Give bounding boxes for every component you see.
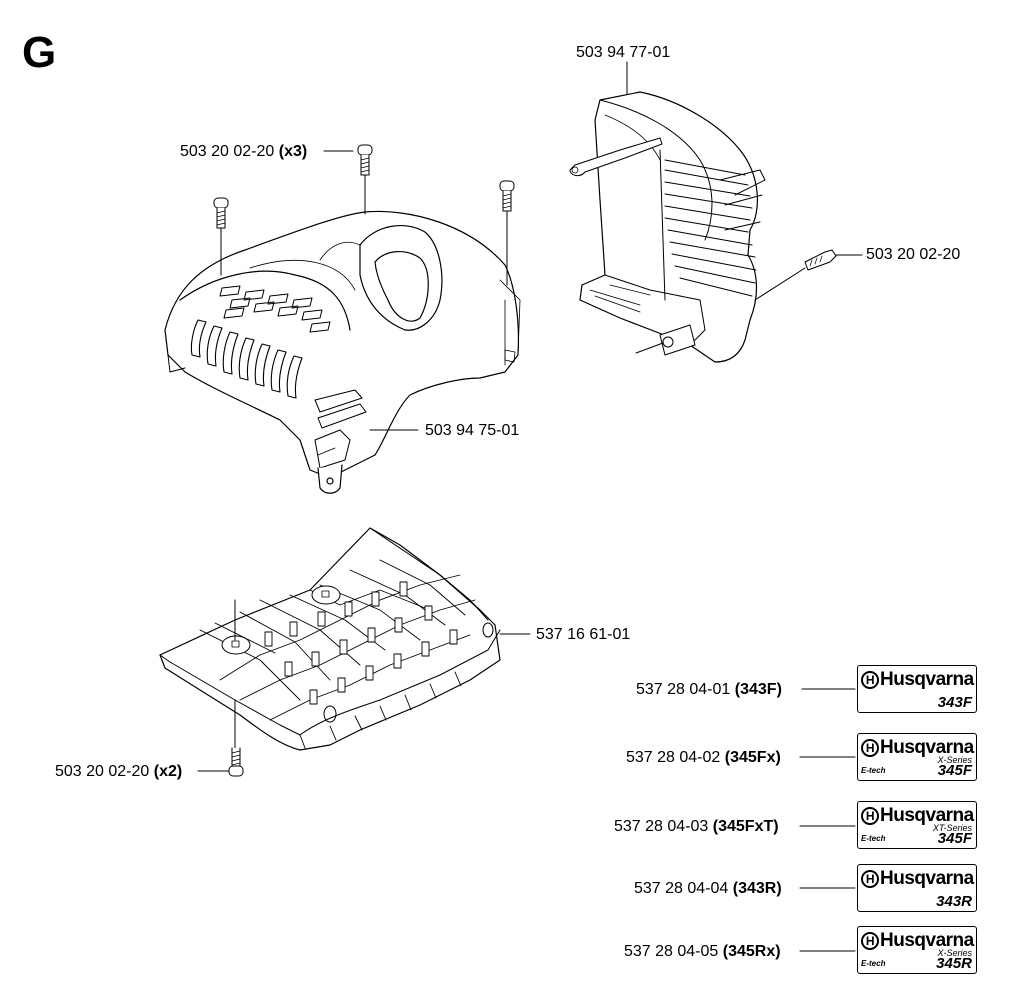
decal-leaders [799, 688, 856, 952]
part-number: 537 28 04-04 [634, 880, 729, 897]
part-number: 537 28 04-02 [626, 749, 721, 766]
part-number: 503 20 02-20 [866, 246, 961, 263]
model-ref: (345FxT) [712, 818, 779, 835]
screw-bottom-drawing [197, 699, 244, 777]
model-ref: (343F) [734, 681, 782, 698]
model-label: 343F [937, 694, 972, 711]
etech-label: E-tech [861, 834, 886, 843]
callout-decal-1: 537 28 04-01 (343F) [636, 681, 782, 699]
part-number: 503 94 75-01 [425, 422, 520, 439]
etech-label: E-tech [861, 959, 886, 968]
callout-decal-2: 537 28 04-02 (345Fx) [626, 749, 781, 767]
callout-cylinder-shield: 503 94 77-01 [576, 44, 670, 62]
quantity: (x3) [278, 143, 308, 160]
callout-screw-shield: 503 20 02-20 [866, 246, 960, 264]
model-label: 345R [936, 955, 972, 972]
engine-cover-drawing [164, 210, 521, 494]
part-number: 537 28 04-01 [636, 681, 731, 698]
part-number: 537 28 04-03 [614, 818, 709, 835]
part-number: 537 16 61-01 [536, 626, 631, 643]
bottom-plate-drawing [159, 527, 531, 751]
part-number: 537 28 04-05 [624, 943, 719, 960]
husqvarna-crown-icon: H [861, 739, 879, 757]
model-label: 345F [937, 830, 972, 847]
model-label: 345F [937, 762, 972, 779]
series-label: X-Series [937, 755, 972, 765]
screw-top-drawing [213, 144, 515, 286]
callout-screw-bottom: 503 20 02-20 (x2) [55, 763, 182, 781]
quantity: (x2) [153, 763, 183, 780]
cylinder-shield-drawing [569, 61, 863, 363]
page-letter: G [22, 28, 57, 77]
series-label: X-Series [937, 948, 972, 958]
callout-decal-4: 537 28 04-04 (343R) [634, 880, 782, 898]
part-number: 503 20 02-20 [180, 143, 275, 160]
husqvarna-crown-icon: H [861, 870, 879, 888]
model-ref: (343R) [732, 880, 782, 897]
callout-screw-top: 503 20 02-20 (x3) [180, 143, 307, 161]
etech-label: E-tech [861, 766, 886, 775]
husqvarna-crown-icon: H [861, 932, 879, 950]
model-ref: (345Rx) [722, 943, 781, 960]
callout-decal-5: 537 28 04-05 (345Rx) [624, 943, 781, 961]
series-label: XT-Series [932, 823, 972, 833]
part-number: 503 94 77-01 [576, 44, 671, 61]
model-label: 343R [936, 893, 972, 910]
husqvarna-crown-icon: H [861, 807, 879, 825]
model-ref: (345Fx) [724, 749, 781, 766]
callout-decal-3: 537 28 04-03 (345FxT) [614, 818, 779, 836]
callout-bottom-plate: 537 16 61-01 [536, 626, 630, 644]
husqvarna-crown-icon: H [861, 671, 879, 689]
part-number: 503 20 02-20 [55, 763, 150, 780]
callout-cover: 503 94 75-01 [425, 422, 519, 440]
